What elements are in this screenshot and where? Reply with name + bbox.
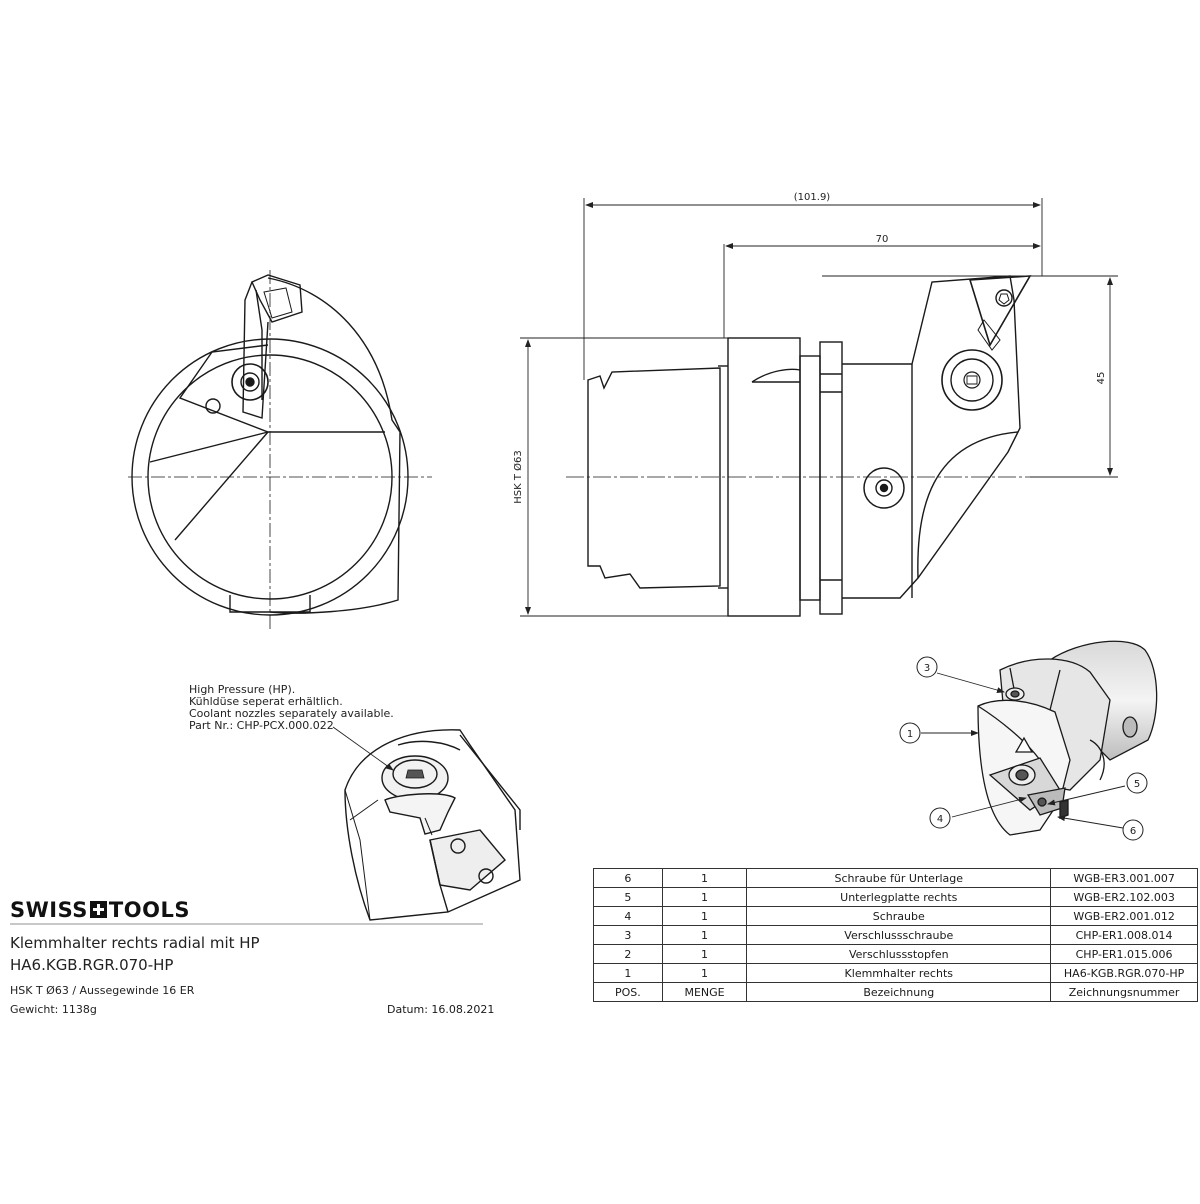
tool-weight: Gewicht: 1138g bbox=[10, 1003, 97, 1016]
table-row: 2 1 Verschlussstopfen CHP-ER1.015.006 bbox=[593, 944, 1198, 964]
brand-logo-right: TOOLS bbox=[108, 898, 190, 922]
dim-overall-length: (101.9) bbox=[794, 192, 831, 203]
table-row: 3 1 Verschlussschraube CHP-ER1.008.014 bbox=[593, 925, 1198, 945]
qty-cell: 1 bbox=[661, 963, 748, 983]
table-header-row: POS. MENGE Bezeichnung Zeichnungsnummer bbox=[593, 982, 1198, 1002]
qty-cell: 1 bbox=[661, 944, 748, 964]
callout-6-label: 6 bbox=[1130, 826, 1136, 837]
hp-note-line-2: Kühldüse seperat erhältlich. bbox=[189, 695, 343, 708]
qty-cell: 1 bbox=[661, 925, 748, 945]
dim-interface-diameter: HSK T Ø63 bbox=[512, 450, 524, 504]
drawing-number-cell: HA6-KGB.RGR.070-HP bbox=[1050, 963, 1198, 983]
table-row: 5 1 Unterlegplatte rechts WGB-ER2.102.00… bbox=[593, 887, 1198, 907]
parts-list-table: 6 1 Schraube für Unterlage WGB-ER3.001.0… bbox=[593, 868, 1198, 1002]
callout-3-label: 3 bbox=[924, 663, 930, 674]
hp-note-line-1: High Pressure (HP). bbox=[189, 683, 296, 696]
drawing-number-cell: WGB-ER2.102.003 bbox=[1050, 887, 1198, 907]
header-drawing-number: Zeichnungsnummer bbox=[1050, 982, 1198, 1002]
drawing-title: Klemmhalter rechts radial mit HP bbox=[10, 934, 260, 952]
description-cell: Unterlegplatte rechts bbox=[746, 887, 1052, 907]
drawing-number-cell: CHP-ER1.015.006 bbox=[1050, 944, 1198, 964]
swiss-cross-icon bbox=[89, 901, 107, 918]
description-cell: Verschlussstopfen bbox=[746, 944, 1052, 964]
pos-cell: 3 bbox=[593, 925, 663, 945]
qty-cell: 1 bbox=[661, 868, 748, 888]
drawing-number-cell: WGB-ER3.001.007 bbox=[1050, 868, 1198, 888]
table-row: 4 1 Schraube WGB-ER2.001.012 bbox=[593, 906, 1198, 926]
qty-cell: 1 bbox=[661, 906, 748, 926]
brand-logo-left: SWISS bbox=[10, 898, 88, 922]
description-cell: Verschlussschraube bbox=[746, 925, 1052, 945]
callout-1-label: 1 bbox=[907, 729, 913, 740]
dim-cut-height: 45 bbox=[1096, 372, 1107, 385]
drawing-number-cell: WGB-ER2.001.012 bbox=[1050, 906, 1198, 926]
description-cell: Schraube bbox=[746, 906, 1052, 926]
side-view bbox=[566, 275, 1032, 617]
description-cell: Klemmhalter rechts bbox=[746, 963, 1052, 983]
hp-note-line-4: Part Nr.: CHP-PCX.000.022 bbox=[189, 719, 334, 732]
hp-note-line-3: Coolant nozzles separately available. bbox=[189, 707, 394, 720]
isometric-view bbox=[977, 640, 1158, 836]
callout-4 bbox=[929, 807, 951, 829]
brand-logo: SWISS TOOLS bbox=[10, 898, 190, 922]
pos-cell: 2 bbox=[593, 944, 663, 964]
tool-spec: HSK T Ø63 / Aussegewinde 16 ER bbox=[10, 984, 195, 997]
callout-bubbles bbox=[899, 656, 1148, 841]
header-pos: POS. bbox=[593, 982, 663, 1002]
callout-leaders bbox=[921, 672, 1126, 829]
dimension-lines bbox=[520, 198, 1118, 617]
part-number: HA6.KGB.RGR.070-HP bbox=[10, 956, 174, 974]
dim-body-length: 70 bbox=[876, 234, 889, 245]
end-view bbox=[128, 270, 432, 632]
detail-view bbox=[344, 729, 521, 921]
pos-cell: 6 bbox=[593, 868, 663, 888]
callout-5 bbox=[1126, 772, 1148, 794]
header-description: Bezeichnung bbox=[746, 982, 1052, 1002]
pos-cell: 4 bbox=[593, 906, 663, 926]
pos-cell: 5 bbox=[593, 887, 663, 907]
callout-1 bbox=[899, 722, 921, 744]
pos-cell: 1 bbox=[593, 963, 663, 983]
qty-cell: 1 bbox=[661, 887, 748, 907]
callout-3 bbox=[916, 656, 938, 678]
table-row: 6 1 Schraube für Unterlage WGB-ER3.001.0… bbox=[593, 868, 1198, 888]
hp-coolant-note: High Pressure (HP). Kühldüse seperat erh… bbox=[189, 684, 394, 732]
description-cell: Schraube für Unterlage bbox=[746, 868, 1052, 888]
drawing-number-cell: CHP-ER1.008.014 bbox=[1050, 925, 1198, 945]
note-leader bbox=[332, 726, 394, 771]
drawing-date: Datum: 16.08.2021 bbox=[387, 1003, 495, 1016]
callout-4-label: 4 bbox=[937, 814, 943, 825]
header-qty: MENGE bbox=[661, 982, 748, 1002]
callout-5-label: 5 bbox=[1134, 779, 1140, 790]
table-row: 1 1 Klemmhalter rechts HA6-KGB.RGR.070-H… bbox=[593, 963, 1198, 983]
callout-6 bbox=[1122, 819, 1144, 841]
